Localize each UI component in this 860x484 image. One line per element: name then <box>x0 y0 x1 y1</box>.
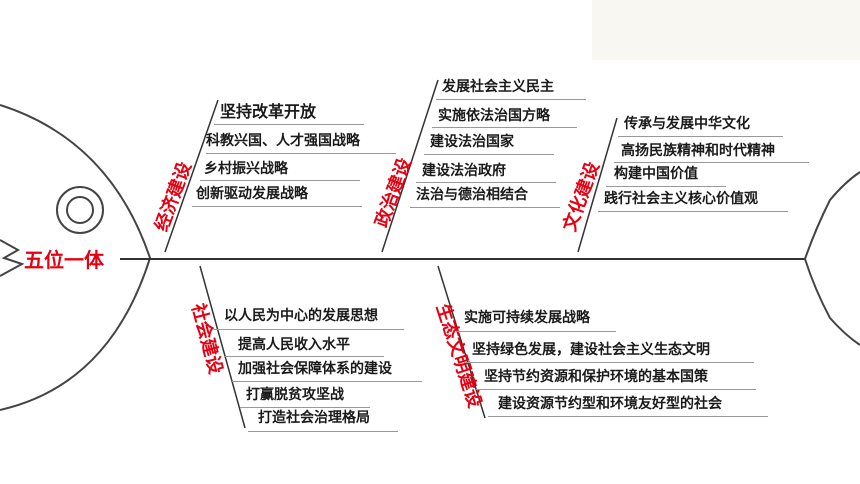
culture-item-3: 构建中国价值 <box>614 166 698 182</box>
economy-item-1: 坚持改革开放 <box>220 102 317 121</box>
society-underline-2 <box>224 356 384 357</box>
bone-culture <box>577 117 618 253</box>
society-underline-1 <box>214 329 404 330</box>
ecology-underline-4 <box>488 416 768 417</box>
culture-item-4: 践行社会主义核心价值观 <box>604 191 758 207</box>
fish-eye-inner <box>66 196 94 224</box>
economy-item-4: 创新驱动发展战略 <box>196 186 308 202</box>
politics-underline-2 <box>432 127 577 128</box>
ecology-item-3: 坚持节约资源和保护环境的基本国策 <box>484 369 708 385</box>
economy-underline-1 <box>214 124 364 125</box>
ecology-underline-1 <box>456 331 616 332</box>
economy-underline-4 <box>192 206 362 207</box>
society-underline-4 <box>240 407 370 408</box>
economy-item-2: 科教兴国、人才强国战略 <box>206 133 360 149</box>
economy-item-3: 乡村振兴战略 <box>204 161 288 177</box>
culture-underline-3 <box>606 186 726 187</box>
ecology-item-1: 实施可持续发展战略 <box>464 310 590 326</box>
bone-society <box>199 265 246 429</box>
politics-underline-1 <box>436 99 586 100</box>
culture-underline-1 <box>618 136 783 137</box>
politics-underline-4 <box>416 182 556 183</box>
politics-underline-3 <box>424 154 554 155</box>
ecology-underline-2 <box>464 362 754 363</box>
culture-underline-4 <box>598 211 788 212</box>
head-title: 五位一体 <box>24 248 104 272</box>
culture-item-2: 高扬民族精神和时代精神 <box>621 143 775 159</box>
corner-panel <box>592 0 860 60</box>
ecology-item-2: 坚持绿色发展，建设社会主义生态文明 <box>472 342 710 358</box>
bone-ecology <box>437 265 486 419</box>
society-underline-5 <box>248 431 398 432</box>
politics-item-1: 发展社会主义民主 <box>442 79 554 95</box>
ecology-item-4: 建设资源节约型和环境友好型的社会 <box>498 396 722 412</box>
politics-item-4: 建设法治政府 <box>422 163 506 179</box>
bone-economy <box>164 99 219 253</box>
economy-underline-2 <box>206 153 396 154</box>
politics-item-5: 法治与德治相结合 <box>416 187 528 203</box>
economy-underline-3 <box>200 180 360 181</box>
fish-eye-outer <box>56 186 104 234</box>
bone-politics <box>381 79 439 253</box>
culture-underline-2 <box>614 162 809 163</box>
ecology-underline-3 <box>476 389 756 390</box>
society-item-2: 提高人民收入水平 <box>238 337 350 353</box>
fish-tail <box>804 171 860 346</box>
politics-item-3: 建设法治国家 <box>430 134 514 150</box>
culture-item-1: 传承与发展中华文化 <box>624 116 750 132</box>
society-item-4: 打赢脱贫攻坚战 <box>246 387 344 403</box>
politics-underline-5 <box>410 207 560 208</box>
society-underline-3 <box>232 381 422 382</box>
society-item-3: 加强社会保障体系的建设 <box>238 361 392 377</box>
society-item-1: 以人民为中心的发展思想 <box>224 308 378 324</box>
society-item-5: 打造社会治理格局 <box>258 410 370 426</box>
politics-item-2: 实施依法治国方略 <box>438 108 550 124</box>
